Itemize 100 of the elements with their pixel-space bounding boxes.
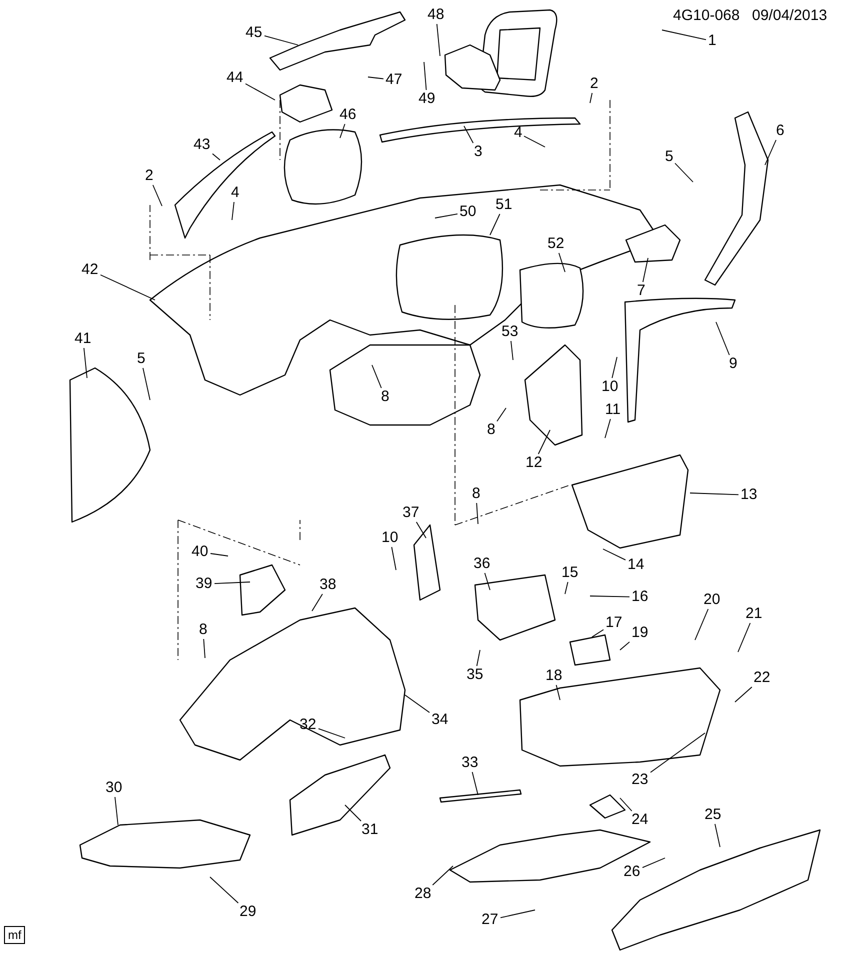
callout-number: 33 <box>462 755 478 771</box>
callout-number: 25 <box>704 807 722 823</box>
leader-line <box>738 622 751 652</box>
leader-line <box>83 348 88 378</box>
callout-number: 38 <box>320 577 336 593</box>
callout-number: 2 <box>590 76 598 92</box>
leader-line <box>372 364 382 388</box>
leader-line <box>264 35 298 46</box>
leader-line <box>210 876 239 904</box>
callout-number: 47 <box>386 72 402 88</box>
drawing-number: 4G10-068 <box>673 8 740 24</box>
date: 09/04/2013 <box>752 8 828 24</box>
leader-line <box>524 136 546 148</box>
leader-line <box>416 522 426 538</box>
callout-number: 42 <box>82 262 98 278</box>
leader-line <box>650 732 706 773</box>
illustrator-initials: mf <box>4 926 26 944</box>
leader-line <box>694 608 709 640</box>
leader-line <box>368 76 384 80</box>
callout-number: 6 <box>776 123 784 139</box>
callout-number: 27 <box>482 912 498 928</box>
callout-number: 44 <box>226 70 244 86</box>
callout-number: 40 <box>192 544 208 560</box>
callout-number: 5 <box>137 351 146 367</box>
leader-line <box>490 214 500 236</box>
leader-line <box>476 650 480 666</box>
callout-number: 8 <box>472 486 480 502</box>
leader-line <box>642 858 666 868</box>
callout-number: 15 <box>562 565 578 581</box>
callout-number: 8 <box>199 622 208 638</box>
leader-line <box>210 553 228 556</box>
callout-number: 5 <box>665 149 674 165</box>
leader-line <box>391 546 396 570</box>
callout-number: 32 <box>300 717 316 733</box>
leader-line <box>604 418 611 438</box>
leader-line <box>500 910 536 918</box>
leader-line <box>432 866 454 886</box>
callout-number: 53 <box>502 324 518 340</box>
callout-number: 45 <box>246 25 262 41</box>
leader-line <box>496 408 506 422</box>
callout-number: 16 <box>632 589 648 605</box>
callout-number: 7 <box>637 283 646 299</box>
leader-line <box>312 594 323 612</box>
leader-line <box>344 804 362 822</box>
callout-number: 9 <box>729 356 738 372</box>
callout-number: 2 <box>145 168 154 184</box>
callout-number: 51 <box>496 197 512 213</box>
callout-number: 34 <box>432 712 448 728</box>
leader-line <box>590 596 630 598</box>
callout-number: 13 <box>740 487 758 503</box>
callout-number: 23 <box>632 772 648 788</box>
leader-line <box>142 368 150 400</box>
leader-line <box>620 798 632 812</box>
callout-number: 39 <box>196 576 212 592</box>
leader-line <box>690 492 739 496</box>
callout-number: 37 <box>402 505 420 521</box>
leader-line <box>662 30 706 40</box>
leader-line <box>464 126 474 144</box>
callout-number: 36 <box>474 556 490 572</box>
leader-line <box>232 202 234 220</box>
leader-line <box>612 356 618 378</box>
callout-number: 35 <box>466 667 484 683</box>
callout-number: 48 <box>428 7 444 23</box>
callout-number: 29 <box>240 904 256 920</box>
callout-number: 21 <box>746 606 762 622</box>
callout-number: 1 <box>708 33 716 49</box>
leader-line <box>592 629 604 638</box>
callout-number: 49 <box>418 91 436 107</box>
callout-number: 14 <box>628 557 644 573</box>
callout-number: 4 <box>514 125 522 141</box>
leader-line <box>764 140 776 166</box>
leader-line <box>404 694 430 713</box>
leader-line <box>212 153 220 160</box>
leader-line <box>538 430 550 454</box>
callout-number: 43 <box>194 137 210 153</box>
callout-number: 8 <box>381 389 390 405</box>
leader-line <box>484 572 490 590</box>
callout-number: 41 <box>74 331 92 347</box>
callout-number: 11 <box>605 402 621 418</box>
callout-number: 4 <box>231 185 240 201</box>
callout-number: 22 <box>754 670 770 686</box>
leader-line <box>436 24 440 56</box>
leader-line <box>590 92 593 104</box>
leader-line <box>674 162 694 182</box>
leader-line <box>558 252 566 272</box>
callout-number: 28 <box>414 886 432 902</box>
callout-number: 30 <box>106 780 122 796</box>
leader-line <box>510 340 514 360</box>
callout-number: 26 <box>624 864 640 880</box>
leader-line <box>214 582 250 584</box>
leader-line <box>340 124 346 138</box>
callout-number: 24 <box>632 812 648 828</box>
leader-line <box>100 274 156 300</box>
callout-number: 18 <box>546 668 562 684</box>
callout-number: 20 <box>704 592 720 608</box>
callout-number: 3 <box>474 144 482 160</box>
leader-line <box>114 796 118 826</box>
callout-number: 52 <box>548 236 564 252</box>
leader-line <box>620 641 630 650</box>
leader-line <box>556 684 560 700</box>
